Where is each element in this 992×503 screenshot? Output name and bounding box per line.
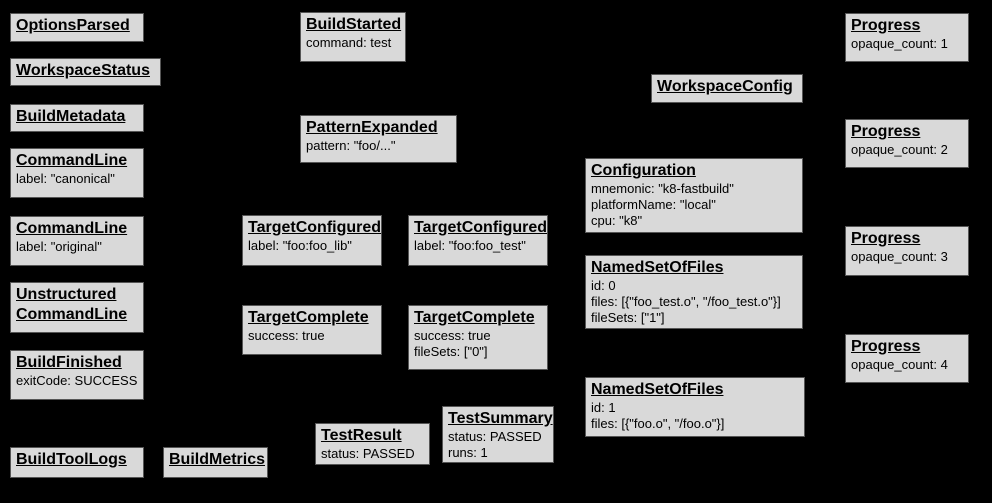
event-title: WorkspaceConfig [657, 78, 793, 95]
event-title: TestSummary [448, 410, 553, 427]
event-node-pattern-expanded: PatternExpanded pattern: "foo/..." [300, 115, 457, 163]
event-title: BuildStarted [306, 16, 402, 33]
event-prop: mnemonic: "k8-fastbuild" [591, 181, 734, 196]
event-prop: label: "foo:foo_lib" [248, 238, 352, 253]
event-node-command-line-canonical: CommandLine label: "canonical" [10, 148, 144, 198]
event-title: TargetConfigured [248, 219, 382, 236]
event-node-target-complete-foo-test: TargetComplete success: true fileSets: [… [408, 305, 548, 370]
event-node-target-complete-foo-lib: TargetComplete success: true [242, 305, 382, 355]
event-title: TestResult [321, 427, 402, 444]
event-prop: opaque_count: 4 [851, 357, 948, 372]
event-prop: command: test [306, 35, 392, 50]
event-node-unstructured-command-line: Unstructured CommandLine [10, 282, 144, 333]
event-prop: platformName: "local" [591, 197, 716, 212]
event-title: Progress [851, 338, 921, 355]
event-prop: status: PASSED [448, 429, 542, 444]
event-prop: runs: 1 [448, 445, 488, 460]
event-node-command-line-original: CommandLine label: "original" [10, 216, 144, 266]
event-prop: opaque_count: 1 [851, 36, 948, 51]
event-node-build-tool-logs: BuildToolLogs [10, 447, 144, 478]
event-title: TargetComplete [248, 309, 369, 326]
event-title: CommandLine [16, 152, 128, 169]
event-prop: files: [{"foo_test.o", "/foo_test.o"}] [591, 294, 781, 309]
event-node-named-set-of-files-1: NamedSetOfFiles id: 1 files: [{"foo.o", … [585, 377, 805, 437]
event-node-progress-1: Progress opaque_count: 1 [845, 13, 969, 62]
event-title: Progress [851, 230, 921, 247]
event-node-progress-2: Progress opaque_count: 2 [845, 119, 969, 168]
event-prop: label: "foo:foo_test" [414, 238, 526, 253]
event-node-progress-3: Progress opaque_count: 3 [845, 226, 969, 276]
event-prop: id: 0 [591, 278, 616, 293]
event-title: BuildMetadata [16, 108, 126, 125]
event-title: TargetComplete [414, 309, 535, 326]
event-title: PatternExpanded [306, 119, 438, 136]
event-title: Unstructured CommandLine [16, 286, 128, 323]
event-prop: success: true [248, 328, 325, 343]
event-title: BuildToolLogs [16, 451, 127, 468]
event-prop: status: PASSED [321, 446, 415, 461]
event-prop: fileSets: ["0"] [414, 344, 488, 359]
event-node-named-set-of-files-0: NamedSetOfFiles id: 0 files: [{"foo_test… [585, 255, 803, 329]
event-prop: pattern: "foo/..." [306, 138, 396, 153]
event-node-test-summary: TestSummary status: PASSED runs: 1 [442, 406, 554, 463]
event-node-target-configured-foo-lib: TargetConfigured label: "foo:foo_lib" [242, 215, 382, 266]
event-node-build-finished: BuildFinished exitCode: SUCCESS [10, 350, 144, 400]
event-title: OptionsParsed [16, 17, 130, 34]
event-node-build-metrics: BuildMetrics [163, 447, 268, 478]
event-node-options-parsed: OptionsParsed [10, 13, 144, 42]
event-prop: success: true [414, 328, 491, 343]
event-title: NamedSetOfFiles [591, 259, 724, 276]
event-prop: label: "canonical" [16, 171, 115, 186]
event-prop: exitCode: SUCCESS [16, 373, 138, 388]
event-title: Progress [851, 123, 921, 140]
event-title: CommandLine [16, 220, 128, 237]
event-node-progress-4: Progress opaque_count: 4 [845, 334, 969, 383]
event-prop: opaque_count: 3 [851, 249, 948, 264]
event-prop: label: "original" [16, 239, 102, 254]
event-prop: files: [{"foo.o", "/foo.o"}] [591, 416, 725, 431]
event-prop: id: 1 [591, 400, 616, 415]
event-node-build-started: BuildStarted command: test [300, 12, 406, 62]
event-title: WorkspaceStatus [16, 62, 150, 79]
event-prop: opaque_count: 2 [851, 142, 948, 157]
event-node-workspace-config: WorkspaceConfig [651, 74, 803, 103]
event-node-test-result: TestResult status: PASSED [315, 423, 430, 465]
event-title: TargetConfigured [414, 219, 548, 236]
event-prop: fileSets: ["1"] [591, 310, 665, 325]
event-node-build-metadata: BuildMetadata [10, 104, 144, 132]
event-title: Progress [851, 17, 921, 34]
event-node-target-configured-foo-test: TargetConfigured label: "foo:foo_test" [408, 215, 548, 266]
event-node-workspace-status: WorkspaceStatus [10, 58, 161, 86]
event-prop: cpu: "k8" [591, 213, 643, 228]
event-title: BuildFinished [16, 354, 122, 371]
event-title: NamedSetOfFiles [591, 381, 724, 398]
event-title: Configuration [591, 162, 696, 179]
event-node-configuration: Configuration mnemonic: "k8-fastbuild" p… [585, 158, 803, 233]
event-title: BuildMetrics [169, 451, 266, 468]
